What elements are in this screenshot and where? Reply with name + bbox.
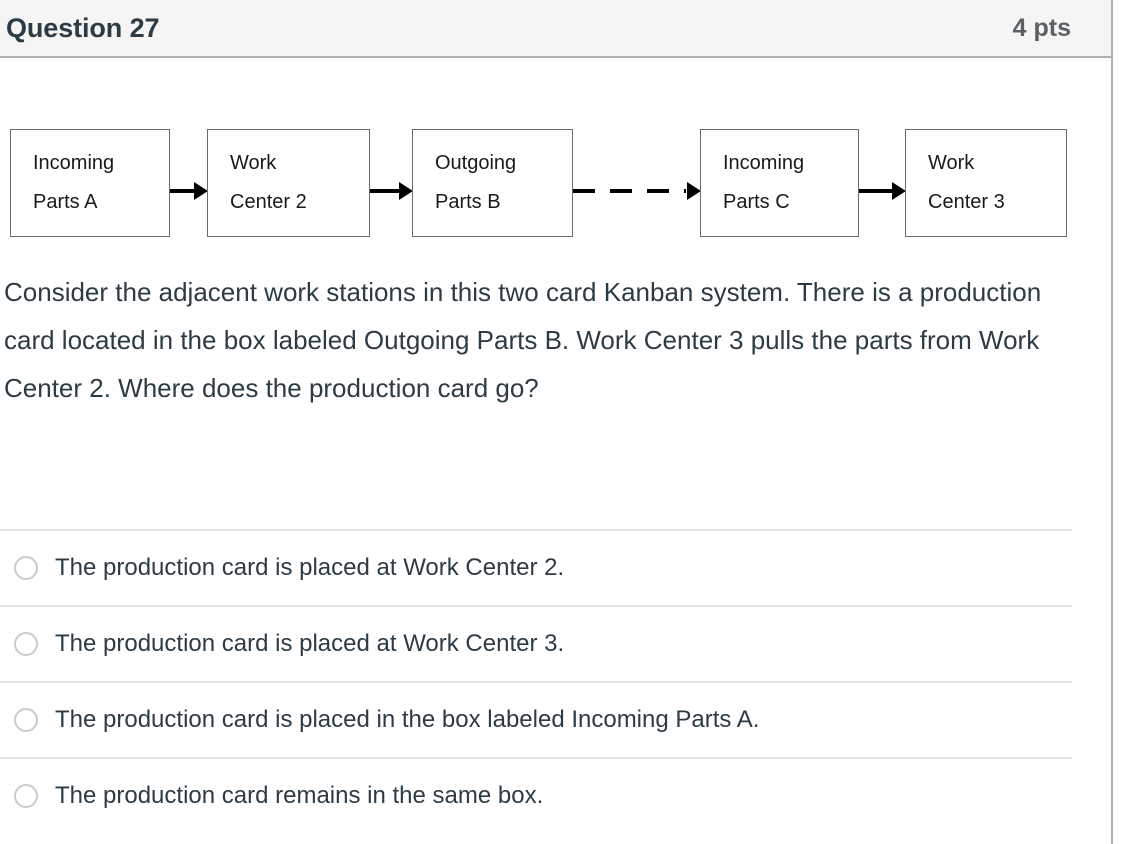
answer-option-label: The production card remains in the same …	[55, 781, 544, 809]
answer-option-label: The production card is placed in the box…	[55, 705, 760, 733]
node-label-line2: Center 3	[928, 191, 1005, 213]
radio-button-icon[interactable]	[14, 784, 38, 808]
question-prompt: Consider the adjacent work stations in t…	[4, 277, 1042, 403]
node-label-line1: Incoming	[33, 152, 115, 174]
diagram-node-incoming-parts-a: Incoming Parts A	[10, 129, 170, 237]
radio-button-icon[interactable]	[14, 632, 38, 656]
answer-option-4[interactable]: The production card remains in the same …	[0, 757, 1072, 833]
radio-button-icon[interactable]	[14, 556, 38, 580]
arrow-solid-right-icon	[859, 182, 906, 200]
node-label-line1: Work	[230, 152, 277, 174]
node-label-line1: Incoming	[723, 152, 805, 174]
node-label-line2: Parts A	[33, 191, 98, 213]
answer-options-list: The production card is placed at Work Ce…	[0, 529, 1072, 833]
answer-option-label: The production card is placed at Work Ce…	[55, 629, 565, 657]
node-label-line2: Center 2	[230, 191, 307, 213]
diagram-node-outgoing-parts-b: Outgoing Parts B	[412, 129, 573, 237]
answer-option-3[interactable]: The production card is placed in the box…	[0, 681, 1072, 757]
question-header: Question 27 4 pts	[0, 0, 1111, 58]
node-label-line1: Work	[928, 152, 975, 174]
radio-button-icon[interactable]	[14, 708, 38, 732]
answer-option-2[interactable]: The production card is placed at Work Ce…	[0, 605, 1072, 681]
node-label-line2: Parts B	[435, 191, 501, 213]
diagram-node-work-center-2: Work Center 2	[207, 129, 370, 237]
diagram-node-incoming-parts-c: Incoming Parts C	[700, 129, 859, 237]
question-points: 4 pts	[1012, 13, 1071, 42]
answer-option-1[interactable]: The production card is placed at Work Ce…	[0, 529, 1072, 605]
arrow-solid-right-icon	[170, 182, 208, 200]
arrow-solid-right-icon	[370, 182, 413, 200]
node-label-line1: Outgoing	[435, 152, 517, 174]
page-title: Question 27	[6, 12, 160, 43]
answer-option-label: The production card is placed at Work Ce…	[55, 553, 565, 581]
node-label-line2: Parts C	[723, 191, 790, 213]
diagram-node-work-center-3: Work Center 3	[905, 129, 1067, 237]
container-right-border	[1111, 0, 1113, 844]
arrow-dashed-right-icon	[573, 182, 701, 200]
kanban-flow-diagram: Incoming Parts A Work Center 2 Outgoing …	[0, 118, 1111, 248]
